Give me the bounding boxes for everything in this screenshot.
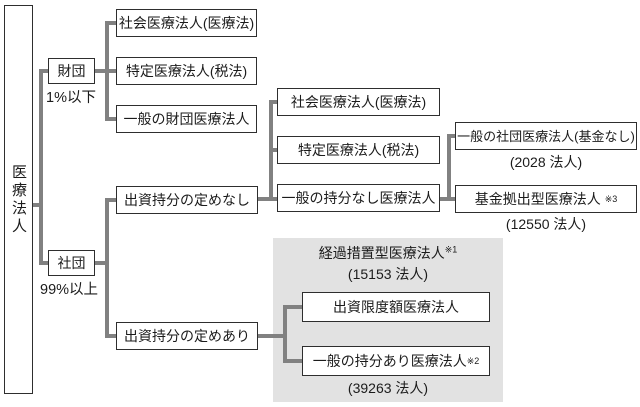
connector-trunk-vertical bbox=[39, 69, 43, 265]
connector-no-equity-child-1 bbox=[269, 100, 277, 104]
count-general-association-no-fund: (2028 法人) bbox=[509, 154, 583, 170]
node-equity-limit-medical-label: 出資限度額医療法人 bbox=[333, 299, 459, 315]
node-equity-limit-medical: 出資限度額医療法人 bbox=[302, 292, 490, 322]
node-fund-contribution-medical: 基金拠出型医療法人※3 bbox=[455, 185, 637, 213]
node-general-no-equity-medical-label: 一般の持分なし医療法人 bbox=[281, 190, 436, 206]
title-transitional-medical-text: 経過措置型医療法人 bbox=[318, 245, 445, 261]
label-association-share: 99%以上 bbox=[40, 282, 99, 298]
connector-transitional-child-2 bbox=[283, 359, 302, 363]
connector-transitional-children-vertical bbox=[283, 305, 287, 363]
node-medical-corporation-label: 医療法人 bbox=[10, 163, 27, 236]
node-foundation-label: 財団 bbox=[57, 63, 86, 79]
connector-association-child-2 bbox=[105, 334, 116, 338]
connector-foundation-child-1 bbox=[105, 21, 116, 25]
count-transitional-medical: (15153 法人) bbox=[347, 266, 429, 282]
count-fund-contribution-medical: (12550 法人) bbox=[505, 216, 587, 232]
connector-trunk-foundation bbox=[39, 69, 48, 73]
node-specified-medical-tax-2-label: 特定医療法人(税法) bbox=[297, 142, 420, 158]
connector-foundation-children-vertical bbox=[105, 21, 109, 121]
count-general-with-equity-medical: (39263 法人) bbox=[347, 380, 429, 396]
node-medical-corporation: 医療法人 bbox=[4, 5, 33, 394]
connector-association-child-1 bbox=[105, 198, 116, 202]
node-association-label: 社団 bbox=[57, 255, 86, 271]
node-with-equity-provision-label: 出資持分の定めあり bbox=[124, 328, 250, 344]
note-ref-1: ※1 bbox=[444, 244, 458, 255]
connector-foundation-child-3 bbox=[105, 117, 116, 121]
node-social-medical-law-2-label: 社会医療法人(医療法) bbox=[290, 94, 427, 110]
node-general-with-equity-medical-label: 一般の持分あり医療法人 bbox=[312, 353, 467, 369]
node-general-with-equity-medical: 一般の持分あり医療法人※2 bbox=[302, 346, 490, 376]
connector-no-equity-child-2 bbox=[269, 148, 277, 152]
title-transitional-medical: 経過措置型医療法人※1 bbox=[273, 244, 503, 261]
node-no-equity-provision-label: 出資持分の定めなし bbox=[124, 192, 250, 208]
node-social-medical-law: 社会医療法人(医療法) bbox=[116, 9, 257, 37]
node-no-equity-provision: 出資持分の定めなし bbox=[116, 186, 258, 214]
connector-root-trunk bbox=[31, 203, 43, 207]
connector-trunk-association bbox=[39, 261, 48, 265]
node-specified-medical-tax-2: 特定医療法人(税法) bbox=[277, 136, 440, 164]
node-association: 社団 bbox=[48, 250, 95, 276]
node-foundation: 財団 bbox=[48, 58, 95, 84]
node-general-foundation-medical-label: 一般の財団医療法人 bbox=[123, 111, 250, 127]
label-foundation-share: 1%以下 bbox=[46, 90, 96, 106]
node-social-medical-law-label: 社会医療法人(医療法) bbox=[118, 15, 255, 31]
connector-right-children-vertical bbox=[447, 134, 451, 201]
connector-right-child-1 bbox=[447, 134, 455, 138]
node-fund-contribution-medical-label: 基金拠出型医療法人 bbox=[474, 191, 601, 207]
node-specified-medical-tax-label: 特定医療法人(税法) bbox=[125, 63, 248, 79]
connector-with-equity-out bbox=[258, 334, 287, 338]
node-general-foundation-medical: 一般の財団医療法人 bbox=[116, 105, 257, 133]
node-specified-medical-tax: 特定医療法人(税法) bbox=[116, 57, 257, 85]
node-general-association-no-fund-label: 一般の社団医療法人(基金なし) bbox=[457, 128, 635, 144]
connector-association-branch bbox=[95, 261, 109, 265]
node-with-equity-provision: 出資持分の定めあり bbox=[116, 322, 258, 350]
node-social-medical-law-2: 社会医療法人(医療法) bbox=[277, 88, 440, 116]
connector-transitional-child-1 bbox=[283, 305, 302, 309]
node-general-association-no-fund: 一般の社団医療法人(基金なし) bbox=[455, 122, 637, 150]
node-general-no-equity-medical: 一般の持分なし医療法人 bbox=[277, 184, 440, 212]
connector-association-children-vertical bbox=[105, 198, 109, 338]
connector-no-equity-out bbox=[258, 197, 277, 201]
